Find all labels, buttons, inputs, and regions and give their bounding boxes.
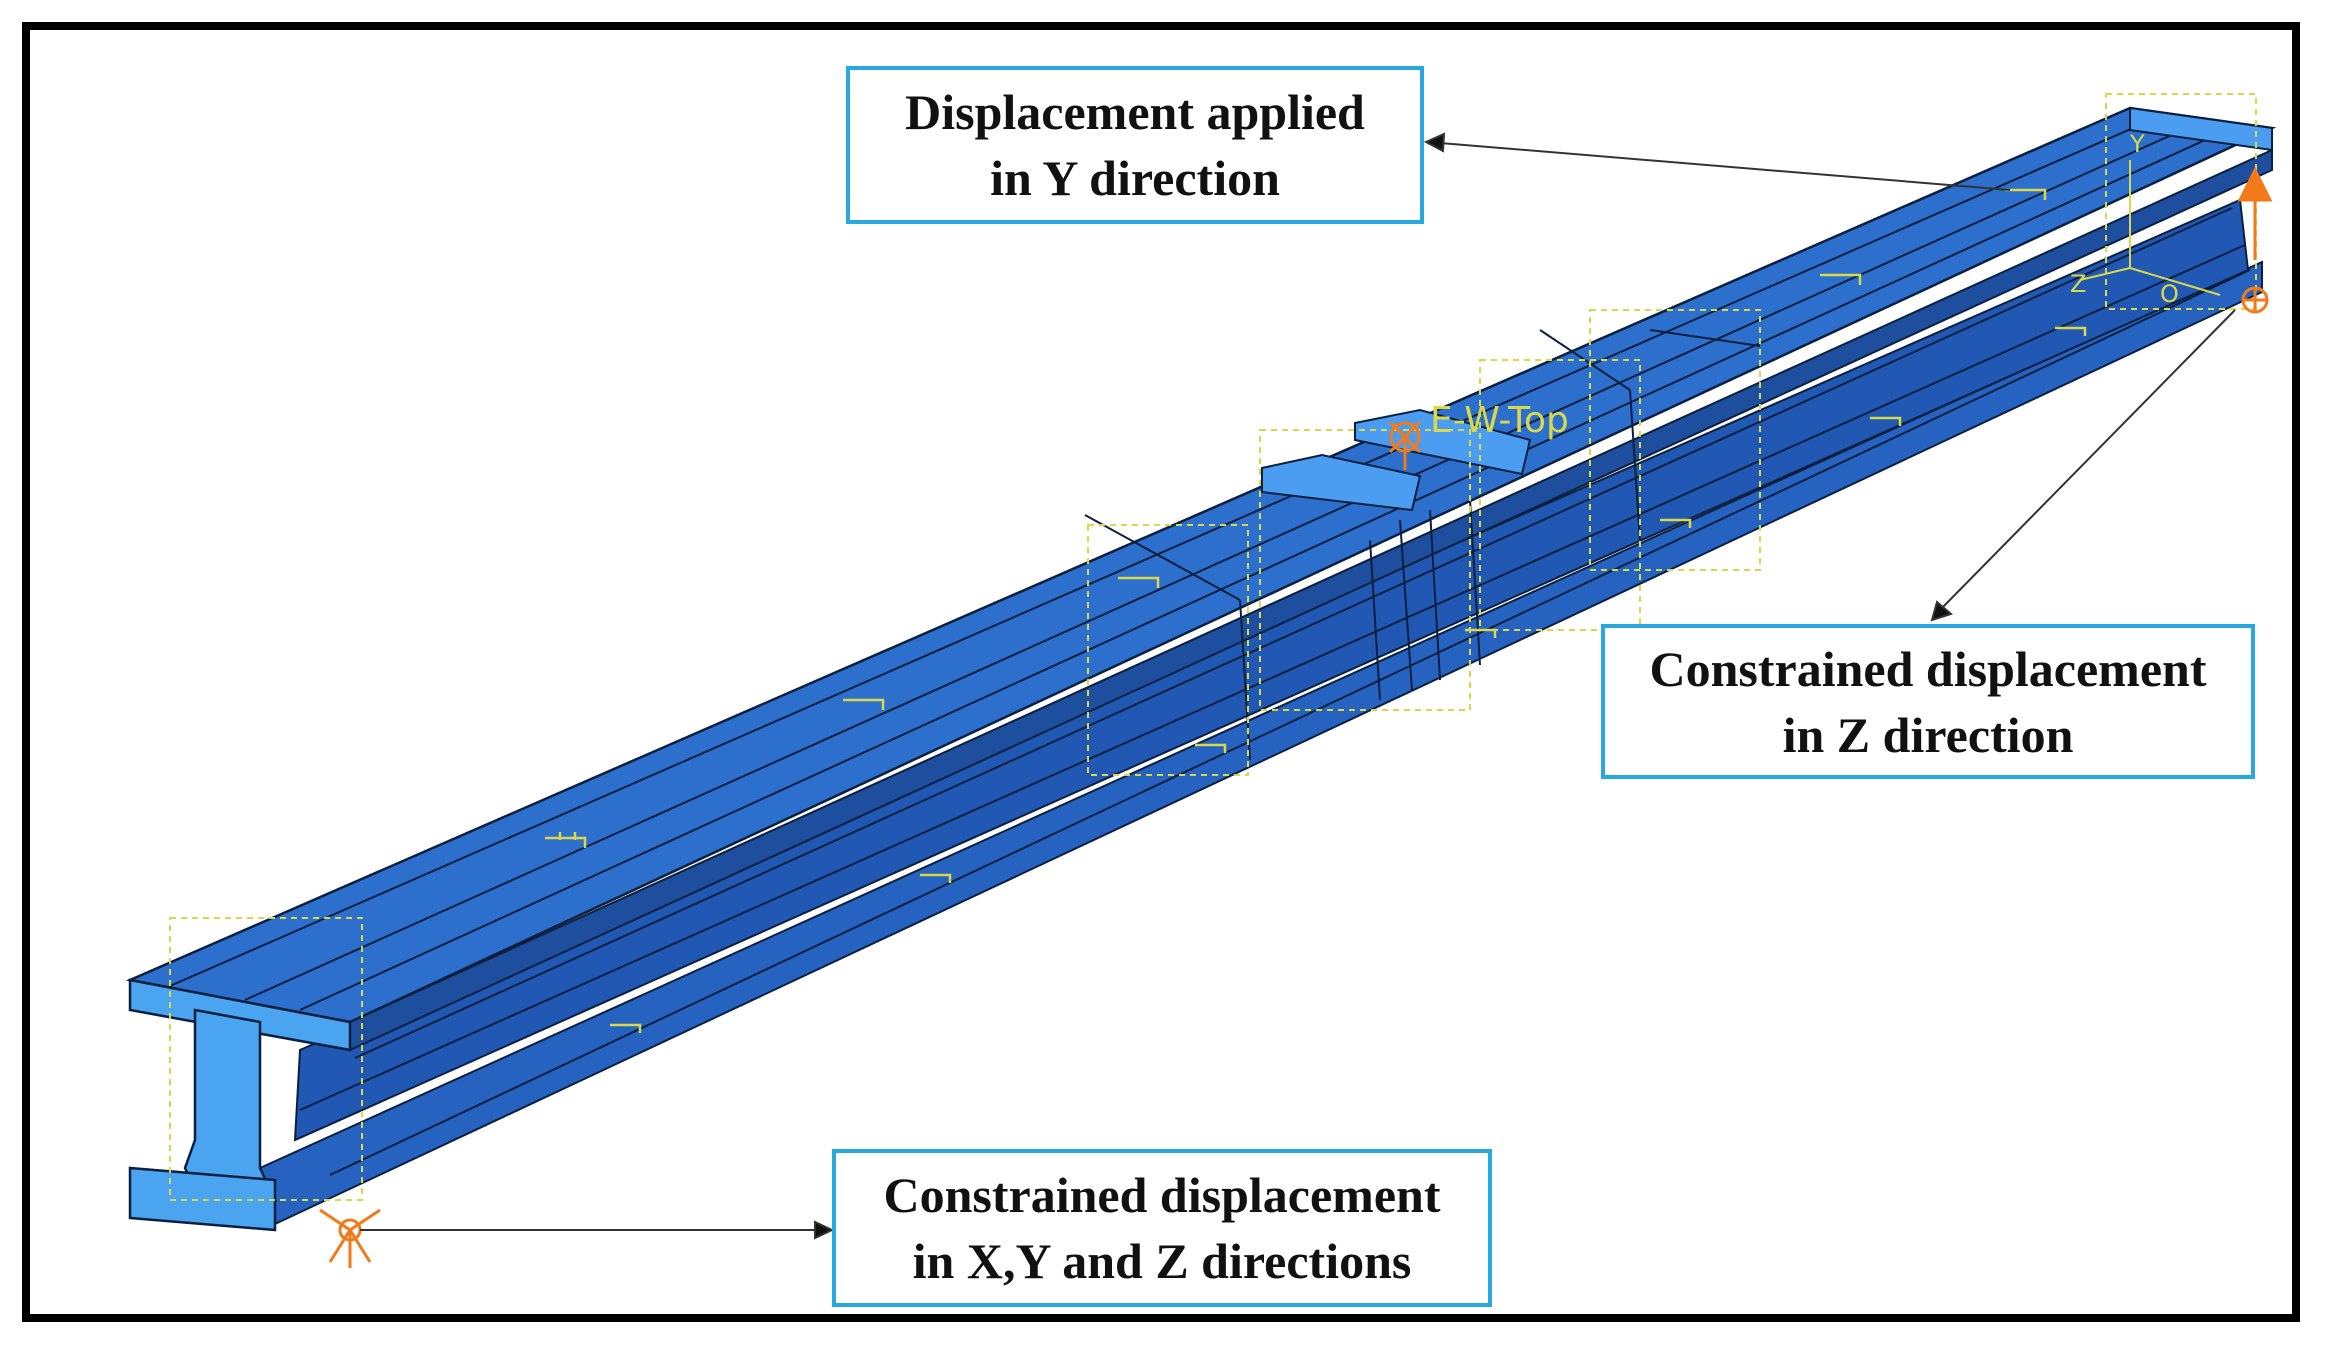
marker xyxy=(1195,743,1227,753)
leader-top xyxy=(1439,142,2011,191)
axis-label-y: Y xyxy=(2129,130,2145,158)
callout-constrained-xyz: Constrained displacement in X,Y and Z di… xyxy=(832,1149,1492,1307)
left-support-symbol xyxy=(319,1208,381,1268)
right-displacement-arrow xyxy=(2237,166,2273,314)
top-flange-side xyxy=(349,148,2273,1052)
dashed-region-left-end xyxy=(169,917,363,1201)
end-section-bottom-flange xyxy=(128,1166,277,1232)
top-flange-line xyxy=(169,113,2166,987)
leader-lines xyxy=(360,132,2236,1240)
load-point-symbol xyxy=(1388,420,1422,470)
partition-line xyxy=(1629,389,1641,541)
marker xyxy=(1820,273,1862,285)
stiffener-line xyxy=(1429,509,1441,681)
stiffener-line xyxy=(1369,539,1381,701)
i-beam xyxy=(125,106,2277,1232)
dashed-region-mid-left xyxy=(1087,524,1249,776)
partition-line xyxy=(1649,329,1761,347)
end-section-web xyxy=(183,1008,278,1202)
top-flange-line xyxy=(299,123,2241,1011)
marker xyxy=(610,1023,642,1033)
callout-constrained-z: Constrained displacement in Z direction xyxy=(1601,624,2255,779)
marker xyxy=(1465,628,1497,638)
element-markers xyxy=(545,188,2087,1033)
top-flange-top xyxy=(125,106,2277,1024)
right-end-flange xyxy=(2129,106,2273,152)
dashed-region-right-mid xyxy=(1589,309,1761,571)
marker xyxy=(2055,326,2087,336)
marker xyxy=(1118,576,1160,588)
top-flange-line xyxy=(244,119,2206,1001)
marker xyxy=(1660,518,1692,528)
stiffener-line xyxy=(1399,519,1413,691)
loading-plate xyxy=(1261,453,1422,512)
marker xyxy=(545,832,587,848)
dashed-region-mid xyxy=(1259,429,1471,711)
callout-right-line-1: Constrained displacement xyxy=(1649,640,2207,697)
callout-bottom-line-2: in X,Y and Z directions xyxy=(912,1233,1412,1289)
web-line xyxy=(329,269,2251,1176)
set-label: E-W-Top xyxy=(1430,400,1569,441)
marker xyxy=(2005,188,2047,200)
web-line xyxy=(354,207,2233,1059)
marker xyxy=(1870,416,1902,426)
marker xyxy=(843,698,885,710)
leader-right xyxy=(1939,309,2236,611)
axis-label-origin: O xyxy=(2160,280,2179,308)
web-line xyxy=(299,244,2246,1111)
axis-label-z: Z xyxy=(2070,270,2086,298)
coordinate-triad xyxy=(2079,160,2221,296)
stiffener-line xyxy=(1469,499,1481,666)
callout-displacement-y: Displacement applied in Y direction xyxy=(846,66,1424,224)
end-section-top-flange xyxy=(128,978,352,1052)
boundary-conditions xyxy=(319,166,2273,1268)
partition-line xyxy=(1084,514,1241,601)
dashed-region-mid-right xyxy=(1479,359,1641,631)
callout-top-line-2: in Y direction xyxy=(990,150,1280,206)
marker xyxy=(920,873,952,883)
callout-top-line-1: Displacement applied xyxy=(905,84,1365,140)
callout-bottom-line-1: Constrained displacement xyxy=(883,1167,1441,1223)
callout-right-line-2: in Z direction xyxy=(1782,706,2074,763)
